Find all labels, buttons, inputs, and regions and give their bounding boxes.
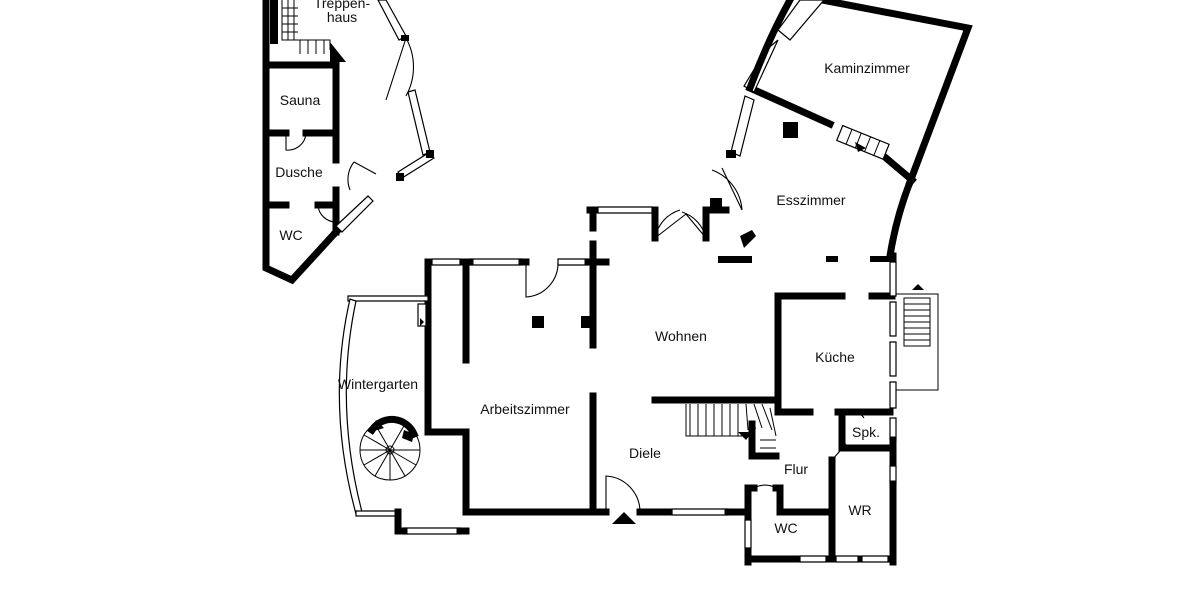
- main-walls: [338, 206, 939, 566]
- label-flur: Flur: [784, 461, 808, 477]
- label-sauna: Sauna: [280, 92, 321, 108]
- label-wr: WR: [848, 502, 871, 518]
- label-esszimmer: Esszimmer: [776, 192, 846, 208]
- wing-upper-left: [262, 0, 347, 285]
- label-wc-lower: WC: [774, 520, 797, 536]
- room-labels: Treppen- haus Sauna Dusche WC Kaminzimme…: [275, 0, 910, 536]
- kueche-outside-stair: [896, 284, 939, 391]
- label-arbeitszimmer: Arbeitszimmer: [480, 401, 570, 417]
- label-wintergarten: Wintergarten: [338, 376, 418, 392]
- label-wc-upper: WC: [279, 227, 302, 243]
- spiral-staircase: [359, 415, 421, 481]
- treppenhaus-glazing: [285, 0, 435, 233]
- wing-kaminzimmer-esszimmer: [654, 0, 973, 263]
- label-spk: Spk.: [852, 424, 880, 440]
- label-wohnen: Wohnen: [655, 328, 707, 344]
- label-dusche: Dusche: [275, 164, 323, 180]
- main-staircase: [685, 403, 780, 460]
- label-kaminzimmer: Kaminzimmer: [824, 60, 910, 76]
- treppenhaus-stairs: [270, 0, 346, 62]
- label-treppenhaus-line2: haus: [327, 9, 357, 25]
- label-diele: Diele: [629, 445, 661, 461]
- label-treppenhaus-line1: Treppen-: [314, 0, 371, 11]
- label-kueche: Küche: [815, 349, 855, 365]
